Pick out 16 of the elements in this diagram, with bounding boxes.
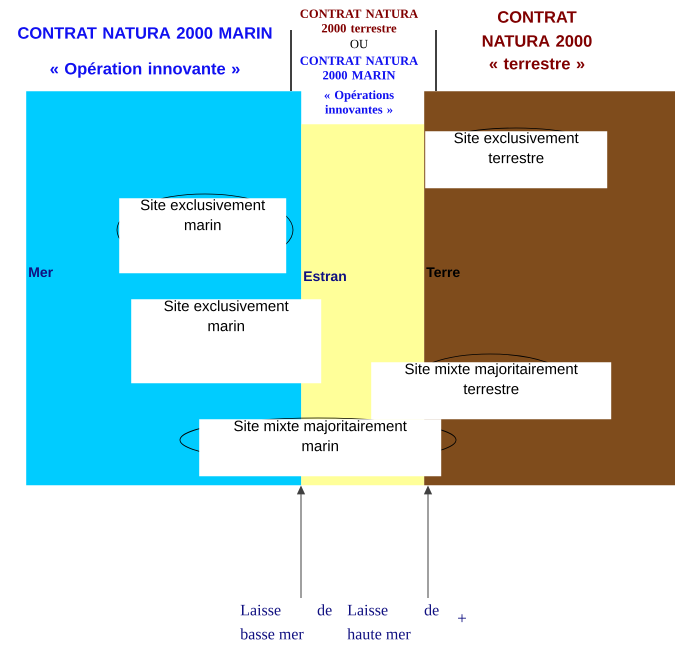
site-box: Site exclusivement terrestre [425, 128, 608, 188]
heading-text: « Opération innovante » [50, 62, 240, 78]
heading-text: CONTRAT NATURA 2000 [482, 11, 592, 47]
site-box: Site mixte majoritairement terrestre [371, 354, 612, 420]
heading-text: CONTRAT NATURA 2000 MARIN [300, 56, 418, 80]
heading-text: « Opérations innovantes » [324, 90, 394, 114]
boundary-label: Laisse de haute mer [347, 604, 439, 640]
heading-text: CONTRAT NATURA 2000 MARIN [18, 27, 272, 39]
site-box: Site exclusivement marin [131, 299, 322, 384]
boundary-label: Laisse de basse mer [240, 604, 332, 640]
heading-text: OU [350, 40, 368, 48]
site-box: Site mixte majoritairement marin [180, 418, 456, 476]
heading-text: CONTRAT NATURA 2000 terrestre [300, 10, 418, 32]
heading-text: « terrestre » [490, 58, 584, 70]
plus-sign: + [458, 614, 466, 622]
site-box: Site exclusivement marin [116, 194, 294, 274]
